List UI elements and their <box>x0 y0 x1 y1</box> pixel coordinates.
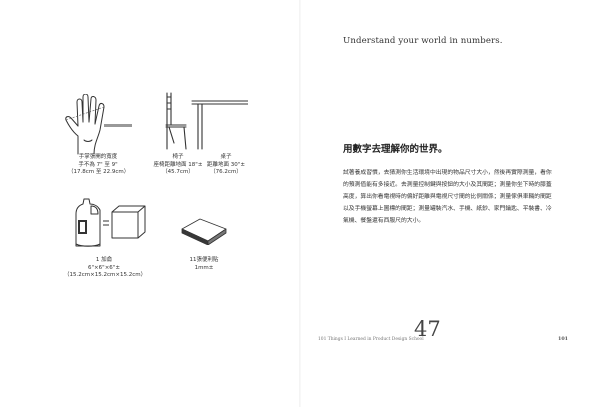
gallon-label: 1 加侖 <box>95 257 113 263</box>
page-heading: 用數字去理解你的世界。 <box>343 144 448 155</box>
body-line: 氣機、餐盤還有西服尺的大小。 <box>343 218 425 224</box>
table-metric: （76.2cm） <box>210 169 242 175</box>
chair-metric: （45.7cm） <box>162 169 194 175</box>
hand-label: 手掌張開的寬度 <box>78 154 118 160</box>
body-line: 的預測值能有多接近。去測量控制鍵與按鈕的大小及其間距；測量你坐下時的膝蓋 <box>343 182 552 188</box>
sticky-notes-label: 11張便利貼 <box>189 257 219 263</box>
chair-measure: 座椅距離地面 18"± <box>153 161 203 168</box>
table-label: 桌子 <box>220 154 232 160</box>
gallon-metric: （15.2cm×15.2cm×15.2cm） <box>64 272 147 278</box>
body-line: 試著養成習慣，去猜測你生活環境中出現的物品尺寸大小，然後再實際測量，看你 <box>343 170 552 176</box>
hand-caption: 手掌張開的寬度 手不為 7" 至 9" （17.8cm 至 22.9cm） <box>68 154 130 177</box>
gallon-measure: 6"×6"×6"± <box>88 264 120 271</box>
table-measure: 距離地面 30"± <box>207 161 245 168</box>
chair-caption: 椅子 座椅距離地面 18"± （45.7cm） <box>152 154 204 177</box>
gallon-illustration <box>75 198 146 247</box>
sticky-notes-illustration <box>181 218 227 245</box>
lesson-number: 47 <box>414 317 441 341</box>
sticky-notes-caption: 11張便利貼 1mm± <box>180 257 228 272</box>
book-gutter <box>299 0 301 407</box>
hand-metric: （17.8cm 至 22.9cm） <box>68 169 130 175</box>
body-line: 高度，算出你看電視時的偏好距離與電視尺寸間的比例關係；測量傢俱車輛的間距 <box>343 194 552 200</box>
table-caption: 桌子 距離地面 30"± （76.2cm） <box>206 154 246 177</box>
sticky-notes-measure: 1mm± <box>194 264 214 271</box>
chair-table-illustration <box>165 92 248 150</box>
hand-measure: 手不為 7" 至 9" <box>78 161 118 168</box>
body-paragraph: 試著養成習慣，去猜測你生活環境中出現的物品尺寸大小，然後再實際測量，看你 的預測… <box>343 167 579 227</box>
page-folio: 101 <box>558 336 569 342</box>
hand-illustration <box>65 94 132 155</box>
page-tagline: Understand your world in numbers. <box>343 36 503 46</box>
running-footer: 101 Things I Learned in Product Design S… <box>318 337 424 342</box>
gallon-caption: 1 加侖 6"×6"×6"± （15.2cm×15.2cm×15.2cm） <box>64 257 147 280</box>
chair-label: 椅子 <box>172 154 184 160</box>
body-line: 以及手機螢幕上圖標的間距；測量罐裝汽水、手機、紙鈔、家門鑰匙、平裝書、冷 <box>343 206 552 212</box>
